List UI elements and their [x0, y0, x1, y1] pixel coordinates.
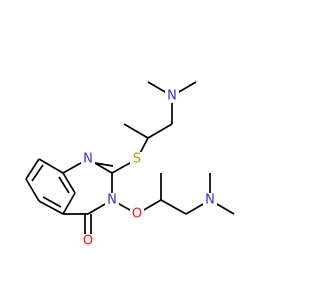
bond-ch-ch2-2 — [160, 199, 187, 215]
atom-s-label: S — [133, 152, 141, 167]
atom-o-carbonyl-bg — [81, 234, 95, 248]
atom-n-ring-1-label: N — [83, 152, 93, 167]
atom-labels: N N S N O N O — [81, 89, 217, 249]
bond-benzene-6 — [62, 172, 76, 194]
bond-benzene-1 — [38, 158, 64, 174]
bond-benzene-double-2 — [42, 196, 62, 208]
atom-n-ring-1-bg — [81, 152, 95, 166]
atom-o-carbonyl-label: O — [83, 234, 93, 249]
molecule-structure-diagram: N N S N O N O — [25, 81, 235, 249]
thioether-side-chain — [111, 81, 197, 174]
atom-o-ether: O — [130, 207, 144, 222]
bond-n1-c2-double — [94, 162, 114, 167]
atom-n-dimethylamino-top-label: N — [167, 89, 177, 104]
atom-o-ether-bg — [130, 207, 144, 221]
atom-n-ring-3-label: N — [107, 193, 117, 208]
atom-o-carbonyl: O — [81, 234, 95, 249]
bond-benzene-double-1 — [31, 164, 44, 182]
atom-n-ring-1: N — [81, 152, 95, 167]
atom-o-ether-label: O — [132, 207, 142, 222]
bond-benzene-4 — [38, 200, 64, 215]
atom-n-ring-3-bg — [105, 193, 119, 207]
atom-n-dimethylamino-bottom-bg — [203, 193, 217, 207]
bond-ch-ch2 — [147, 123, 173, 139]
atom-s: S — [130, 152, 144, 167]
bond-benzene-5 — [62, 192, 76, 215]
atom-n-ring-3: N — [105, 193, 119, 208]
bond-ch-methyl — [123, 123, 149, 139]
bond-benzene-2 — [25, 158, 40, 180]
benzene-ring — [25, 158, 76, 215]
bond-benzene-double-3 — [58, 176, 70, 194]
bond-benzene-3 — [25, 178, 40, 202]
atom-n-dimethylamino-bottom-label: N — [205, 193, 215, 208]
atom-s-bg — [130, 152, 144, 166]
atom-n-dimethylamino-top-bg — [165, 89, 179, 103]
molecule-canvas: N N S N O N O — [25, 81, 235, 249]
atom-n-dimethylamino-bottom: N — [203, 193, 217, 208]
atom-n-dimethylamino-top: N — [165, 89, 179, 104]
